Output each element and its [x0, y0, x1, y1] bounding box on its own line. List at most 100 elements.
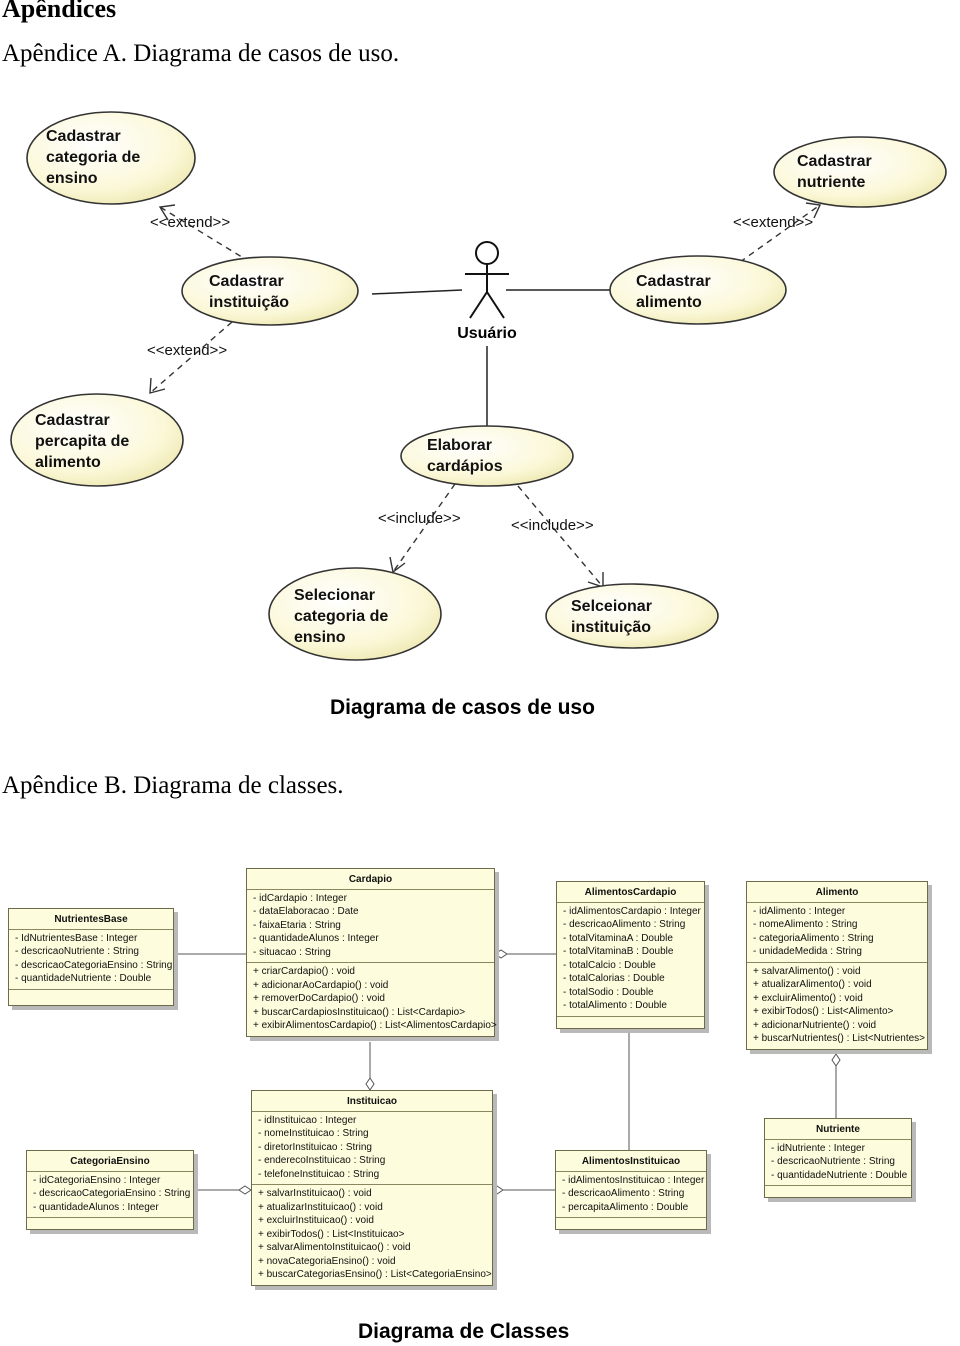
class-attributes: - idAlimentosCardapio : Integer - descric…	[557, 903, 704, 1017]
class-member: + removerDoCardapio() : void	[253, 993, 385, 1004]
usecase-cadastrar-categoria	[26, 111, 196, 205]
uc-label: nutriente	[797, 174, 866, 191]
uc-label: Selceionar	[571, 598, 652, 615]
class-attributes: - idCardapio : Integer- dataElaboracao :…	[247, 890, 494, 963]
class-member: - totalVitaminaB : Double	[563, 946, 674, 957]
class-member: + adicionarAoCardapio() : void	[253, 979, 389, 991]
uc-label: Cadastrar	[797, 153, 872, 170]
class-member: + buscarCategoriasEnsino() : List<Catego…	[258, 1269, 492, 1280]
dependencies	[149, 204, 821, 588]
class-member: - idInstituicao : Integer	[258, 1114, 357, 1126]
associations	[371, 289, 610, 428]
class-member: + excluirInstituicao() : void	[258, 1215, 374, 1226]
class-operations: + salvarAlimento() : void + atualizarAlim…	[747, 963, 927, 1049]
appendix-a-title: Apêndice A. Diagrama de casos de uso.	[2, 40, 400, 67]
use-case-diagram: <<extend>> <<extend>> <<extend>> <<inclu…	[10, 111, 947, 661]
class-attributes: - idAlimentosInstituicao : Integer- desc…	[556, 1172, 706, 1218]
class-member: - enderecoInstituicao : String	[258, 1155, 386, 1166]
include-label: <<include>>	[378, 510, 461, 527]
class-name: Cardapio	[247, 869, 494, 890]
actor-label: Usuário	[457, 325, 517, 342]
class-member: + atualizarInstituicao() : void	[258, 1201, 383, 1213]
class-member: + buscarNutrientes() : List<Nutrientes>	[753, 1033, 926, 1044]
class-member: + novaCategoriaEnsino() : void	[258, 1255, 396, 1267]
class-operations: + salvarInstituicao() : void+ atualizarI…	[252, 1185, 492, 1285]
usecase-cadastrar-instituicao	[181, 256, 359, 326]
uc-label: cardápios	[427, 458, 503, 475]
arrowhead	[587, 572, 604, 588]
class-member: - totalVitaminaA : Double	[563, 932, 673, 944]
class-member: - descricaoCategoriaEnsino : String	[15, 959, 173, 971]
class-member: + excluirAlimento() : void	[753, 992, 863, 1004]
class-member: - nomeAlimento : String	[753, 919, 858, 930]
class-member: - quantidadeNutriente : Double	[771, 1169, 908, 1181]
class-member: - totalAlimento : Double	[563, 1000, 667, 1011]
uc-label: instituição	[571, 619, 651, 636]
uc-label: categoria de	[46, 149, 140, 166]
class-operations: + criarCardapio() : void+ adicionarAoCar…	[247, 963, 497, 1036]
class-name: Alimento	[747, 882, 927, 903]
class-member: - idNutriente : Integer	[771, 1142, 865, 1154]
arrowhead	[149, 377, 166, 394]
uc-label: instituição	[209, 294, 289, 311]
usecase-cadastrar-alimento	[609, 255, 787, 325]
class-name: NutrientesBase	[9, 909, 173, 930]
class-operations	[765, 1186, 911, 1197]
uc-label: Cadastrar	[46, 128, 121, 145]
uc-label: Cadastrar	[209, 273, 284, 290]
uc-label: percapita de	[35, 433, 129, 450]
class-attributes: - idCategoriaEnsino : Integer- descricao…	[27, 1172, 193, 1218]
aggregation-diamond	[365, 1077, 375, 1091]
class-member: - idCategoriaEnsino : Integer	[33, 1174, 161, 1186]
class-member: + adicionarNutriente() : void	[753, 1019, 877, 1031]
class-member: + salvarAlimento() : void	[753, 965, 861, 977]
class-operations	[27, 1218, 193, 1229]
uc-label: ensino	[46, 170, 98, 187]
uc-label: Selecionar	[294, 587, 375, 604]
class-instituicao: Instituicao - idInstituicao : Integer- n…	[251, 1090, 493, 1286]
class-member: - idAlimentosCardapio : Integer	[563, 905, 701, 917]
actor-head	[475, 241, 499, 265]
include-line-categoria	[392, 483, 456, 573]
uc-label: Elaborar	[427, 437, 492, 454]
uc-label: alimento	[636, 294, 702, 311]
class-attributes: - idNutriente : Integer - descricaoNutrie…	[765, 1140, 911, 1186]
class-member: - descricaoNutriente : String	[771, 1156, 895, 1167]
page-heading: Apêndices	[2, 0, 117, 23]
class-member: + atualizarAlimento() : void	[753, 979, 872, 990]
class-member: - totalSodio : Double	[563, 986, 654, 998]
appendix-b-title: Apêndice B. Diagrama de classes.	[2, 772, 344, 799]
class-member: - idAlimento : Integer	[753, 905, 846, 917]
actor-usuario	[465, 241, 509, 319]
class-categoriaensino: CategoriaEnsino - idCategoriaEnsino : In…	[26, 1150, 194, 1230]
class-member: - descricaoAlimento : String	[562, 1188, 685, 1199]
extend-label: <<extend>>	[150, 214, 230, 231]
class-cardapio: Cardapio - idCardapio : Integer- dataEla…	[246, 868, 497, 1037]
class-nutrientesbase: NutrientesBase - IdNutrientesBase : Inte…	[8, 908, 174, 1006]
class-member: - situacao : String	[253, 946, 331, 958]
class-member: - quantidadeAlunos : Integer	[33, 1201, 159, 1213]
extend-label: <<extend>>	[147, 342, 227, 359]
extend-line-nutriente	[739, 204, 821, 263]
class-member: - dataElaboracao : Date	[253, 906, 359, 917]
class-member: + exibirAlimentosCardapio() : List<Alime…	[253, 1020, 497, 1031]
class-member: - descricaoNutriente : String	[15, 946, 139, 957]
class-member: + salvarAlimentoInstituicao() : void	[258, 1242, 411, 1253]
class-member: - descricaoAlimento : String	[563, 919, 686, 930]
extend-label: <<extend>>	[733, 214, 813, 231]
class-member: - unidadeMedida : String	[753, 946, 862, 957]
class-attributes: - IdNutrientesBase : Integer- descricaoN…	[9, 930, 173, 990]
class-name: AlimentosCardapio	[557, 882, 704, 903]
assoc-instituicao	[371, 289, 463, 295]
include-label: <<include>>	[511, 517, 594, 534]
usecase-cadastrar-nutriente	[773, 136, 947, 208]
class-member: + exibirTodos() : List<Instituicao>	[258, 1228, 405, 1240]
include-line-instituicao	[517, 485, 604, 588]
class-member: - categoriaAlimento : String	[753, 932, 874, 944]
uc-label: alimento	[35, 454, 101, 471]
class-operations	[556, 1218, 706, 1229]
class-member: - percapitaAlimento : Double	[562, 1201, 689, 1213]
uc-label: Cadastrar	[35, 412, 110, 429]
class-attributes: - idInstituicao : Integer- nomeInstituic…	[252, 1112, 492, 1185]
class-member: - telefoneInstituicao : String	[258, 1168, 380, 1180]
